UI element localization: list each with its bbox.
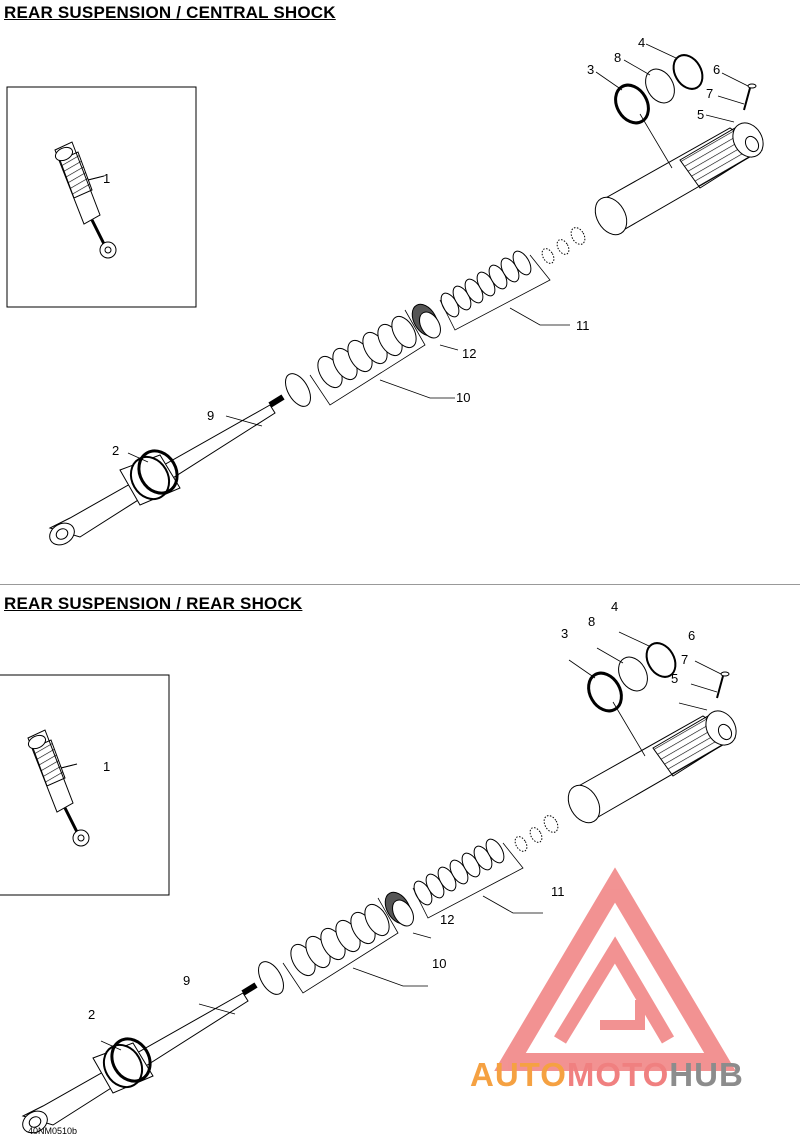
callout-3: 3	[561, 626, 568, 641]
callout-5: 5	[697, 107, 704, 122]
callout-11: 11	[551, 884, 565, 899]
callout-5: 5	[671, 671, 678, 686]
callout-2: 2	[112, 443, 119, 458]
callout-12: 12	[440, 912, 454, 927]
watermark-text: AUTOMOTOHUB	[470, 1056, 744, 1094]
callout-2: 2	[88, 1007, 95, 1022]
watermark-auto: AUTO	[470, 1056, 567, 1093]
callout-6: 6	[688, 628, 695, 643]
callout-6: 6	[713, 62, 720, 77]
callout-4: 4	[638, 35, 645, 50]
watermark-logo	[494, 867, 736, 1071]
callout-3: 3	[587, 62, 594, 77]
section-title-central-shock: REAR SUSPENSION / CENTRAL SHOCK	[4, 3, 336, 22]
callout-1: 1	[103, 171, 110, 186]
drawing-code: 40NM0510b	[28, 1126, 78, 1136]
callout-1: 1	[103, 759, 110, 774]
callout-12: 12	[462, 346, 476, 361]
callout-10: 10	[456, 390, 470, 405]
callouts-central: 1 2 3 4 5 6 7 8 9 10 11 12	[103, 35, 720, 458]
section-title-rear-shock: REAR SUSPENSION / REAR SHOCK	[4, 594, 303, 613]
callout-9: 9	[183, 973, 190, 988]
callout-8: 8	[588, 614, 595, 629]
callout-11: 11	[576, 318, 590, 333]
callout-7: 7	[681, 652, 688, 667]
callouts-rear: 1 2 3 4 5 6 7 8 9 10 11 12	[88, 599, 695, 1022]
callout-8: 8	[614, 50, 621, 65]
callout-9: 9	[207, 408, 214, 423]
watermark-moto: MOTO	[566, 1056, 670, 1093]
watermark-hub: HUB	[669, 1056, 744, 1093]
section-divider	[0, 584, 800, 585]
callout-10: 10	[432, 956, 446, 971]
callout-7: 7	[706, 86, 713, 101]
central-shock-diagram	[7, 44, 769, 549]
callout-4: 4	[611, 599, 618, 614]
